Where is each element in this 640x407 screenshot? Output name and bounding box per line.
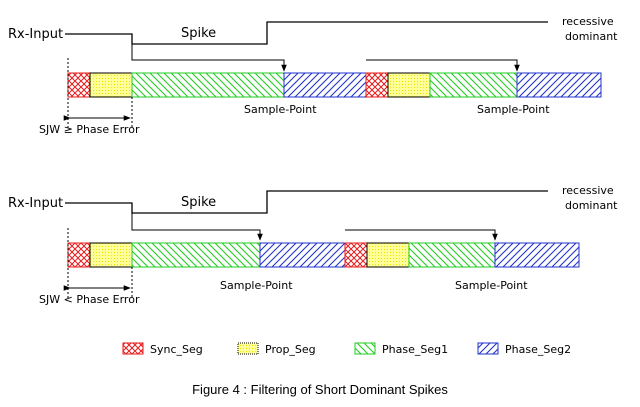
prop-seg-bottom-1 <box>89 242 133 268</box>
sjw-label-top: SJW ≥ Phase Error <box>39 123 140 136</box>
rx-signal-bottom <box>65 190 548 214</box>
sample-point-label-bottom-1: Sample-Point <box>220 279 293 292</box>
phase-seg1-bottom-2 <box>408 242 496 268</box>
rx-signal-top <box>65 21 548 45</box>
phase-seg1-top-1 <box>131 72 285 98</box>
phase-seg2-bottom-1 <box>259 242 346 268</box>
legend: Sync_Seg Prop_Seg Phase_Seg1 Phase_Seg2 <box>122 342 571 356</box>
phase-seg1-top-2 <box>429 72 518 98</box>
legend-prop-label: Prop_Seg <box>265 343 316 356</box>
dominant-label-bottom: dominant <box>565 199 618 212</box>
bit-timing-bar-top <box>67 72 602 98</box>
phase-arrow-bottom-2 <box>345 229 498 241</box>
legend-phase2-label: Phase_Seg2 <box>505 343 571 356</box>
phase-arrow-top-1 <box>131 44 287 72</box>
sample-point-label-top-1: Sample-Point <box>244 103 317 116</box>
phase-seg2-bottom-2 <box>494 242 580 268</box>
phase-arrow-bottom-1 <box>131 213 263 241</box>
spike-label-top: Spike <box>181 26 216 41</box>
rx-input-label-top: Rx-Input <box>8 27 63 42</box>
phase-seg1-bottom-1 <box>131 242 261 268</box>
legend-sync-label: Sync_Seg <box>150 343 203 356</box>
recessive-label-bottom: recessive <box>562 184 614 197</box>
bottom-diagram: Rx-Input Spike recessive dominant Sample… <box>8 184 618 306</box>
spike-label-bottom: Spike <box>181 195 216 210</box>
legend-phase1-swatch <box>354 342 376 355</box>
bit-timing-bar-bottom <box>67 242 580 268</box>
phase-seg2-top-2 <box>516 72 602 98</box>
recessive-label-top: recessive <box>562 15 614 28</box>
phase-seg2-top-1 <box>283 72 367 98</box>
sjw-label-bottom: SJW < Phase Error <box>39 293 140 306</box>
top-diagram: Rx-Input Spike recessive dominant Sample… <box>8 15 618 136</box>
phase-arrow-top-2 <box>366 59 520 72</box>
legend-sync-swatch <box>122 342 144 355</box>
sync-seg-bottom-2 <box>344 242 368 268</box>
sample-point-label-top-2: Sample-Point <box>477 103 550 116</box>
prop-seg-bottom-2 <box>366 242 410 268</box>
dominant-label-top: dominant <box>565 30 618 43</box>
legend-prop-swatch <box>237 342 259 355</box>
figure-caption: Figure 4 : Filtering of Short Dominant S… <box>192 382 448 397</box>
prop-seg-top-1 <box>89 72 133 98</box>
sample-point-label-bottom-2: Sample-Point <box>455 279 528 292</box>
legend-phase1-label: Phase_Seg1 <box>382 343 448 356</box>
rx-input-label-bottom: Rx-Input <box>8 196 63 211</box>
sync-seg-bottom-1 <box>67 242 91 268</box>
sync-seg-top-1 <box>67 72 91 98</box>
legend-phase2-swatch <box>477 342 499 355</box>
sync-seg-top-2 <box>365 72 389 98</box>
prop-seg-top-2 <box>387 72 431 98</box>
